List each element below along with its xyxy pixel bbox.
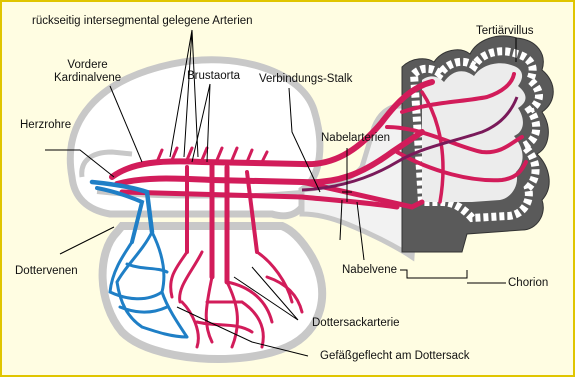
label-anterior-cardinal-vein: Vordere Kardinalvene (54, 59, 121, 85)
label-tertiary-villus: Tertiärvillus (476, 25, 534, 38)
label-connecting-stalk: Verbindungs-Stalk (259, 73, 352, 86)
label-yolk-sac-plexus: Gefäßgeflecht am Dottersack (320, 350, 470, 363)
label-vitelline-veins: Dottervenen (15, 265, 78, 278)
label-intersegmental-arteries: rückseitig intersegmental gelegene Arter… (32, 15, 253, 28)
label-thoracic-aorta: Brustaorta (187, 70, 240, 83)
label-umbilical-arteries: Nabelarterien (321, 132, 390, 145)
label-umbilical-vein: Nabelvene (342, 264, 397, 277)
label-vitelline-artery: Dottersackarterie (312, 317, 400, 330)
label-chorion: Chorion (508, 277, 548, 290)
label-heart-tubes: Herzrohre (20, 119, 71, 132)
